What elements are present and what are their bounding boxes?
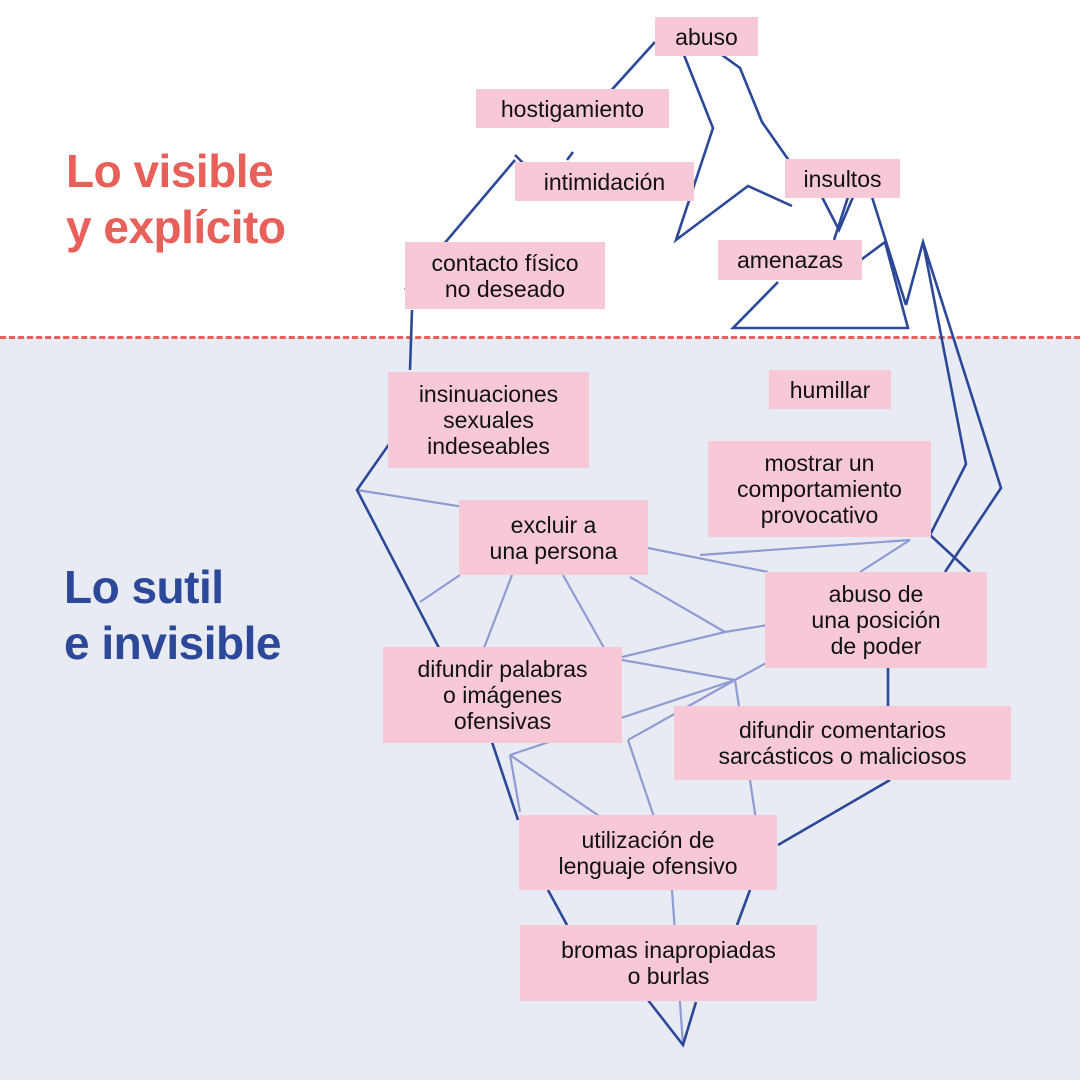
label-comentarios: difundir comentarios sarcásticos o malic… [674, 706, 1011, 780]
label-abuso-line-1: abuso [675, 23, 738, 50]
waterline [0, 336, 1080, 339]
label-comportamiento: mostrar un comportamiento provocativo [708, 441, 931, 537]
label-comentarios-line-2: sarcásticos o maliciosos [718, 743, 967, 769]
label-bromas: bromas inapropiadas o burlas [520, 925, 817, 1001]
label-difundir-palabras-line-1: difundir palabras [417, 656, 588, 682]
label-insinuaciones: insinuaciones sexuales indeseables [388, 372, 589, 468]
heading-visible: Lo visible y explícito [66, 143, 286, 255]
label-comportamiento-line-1: mostrar un [764, 450, 875, 476]
label-insultos: insultos [785, 159, 900, 198]
label-amenazas-line-1: amenazas [736, 247, 844, 273]
label-insinuaciones-line-2: sexuales [443, 407, 534, 433]
label-contacto-fisico: contacto físico no deseado [405, 242, 605, 309]
heading-visible-line-2: y explícito [66, 201, 286, 253]
label-bromas-line-2: o burlas [627, 963, 710, 989]
label-bromas-line-1: bromas inapropiadas [561, 937, 776, 963]
label-comportamiento-line-2: comportamiento [737, 476, 902, 502]
label-hostigamiento: hostigamiento [476, 89, 669, 128]
heading-invisible-line-1: Lo sutil [64, 561, 224, 613]
label-abuso: abuso [655, 17, 758, 56]
label-abuso-poder-line-3: de poder [830, 633, 922, 659]
label-contacto-fisico-line-2: no deseado [444, 275, 566, 302]
label-comentarios-line-1: difundir comentarios [738, 717, 947, 743]
label-insinuaciones-line-1: insinuaciones [418, 381, 559, 407]
label-excluir: excluir a una persona [459, 500, 648, 575]
label-intimidacion-line-1: intimidación [543, 168, 666, 195]
label-comportamiento-line-3: provocativo [760, 502, 879, 528]
label-amenazas: amenazas [718, 240, 862, 280]
label-intimidacion: intimidación [515, 162, 694, 201]
label-excluir-line-2: una persona [489, 537, 618, 564]
label-lenguaje-line-2: lenguaje ofensivo [558, 852, 738, 879]
label-abuso-poder-line-1: abuso de [828, 581, 924, 607]
label-contacto-fisico-line-1: contacto físico [431, 249, 579, 276]
label-abuso-poder-line-2: una posición [811, 607, 941, 633]
label-difundir-palabras-line-3: ofensivas [453, 708, 552, 734]
label-insinuaciones-line-3: indeseables [427, 433, 550, 459]
label-insultos-line-1: insultos [803, 165, 882, 192]
label-hostigamiento-line-1: hostigamiento [500, 95, 645, 122]
iceberg-outer-lines [355, 41, 1003, 1048]
label-difundir-palabras-line-2: o imágenes [443, 682, 562, 708]
heading-visible-line-1: Lo visible [66, 145, 274, 197]
label-abuso-poder: abuso de una posición de poder [765, 572, 987, 668]
label-humillar-line-1: humillar [789, 376, 871, 403]
label-lenguaje-line-1: utilización de [581, 826, 715, 853]
label-difundir-palabras: difundir palabras o imágenes ofensivas [383, 647, 622, 743]
label-lenguaje: utilización de lenguaje ofensivo [519, 815, 777, 890]
label-excluir-line-1: excluir a [510, 511, 597, 538]
heading-invisible-line-2: e invisible [64, 617, 281, 669]
label-humillar: humillar [769, 370, 891, 409]
heading-invisible: Lo sutil e invisible [64, 559, 281, 671]
